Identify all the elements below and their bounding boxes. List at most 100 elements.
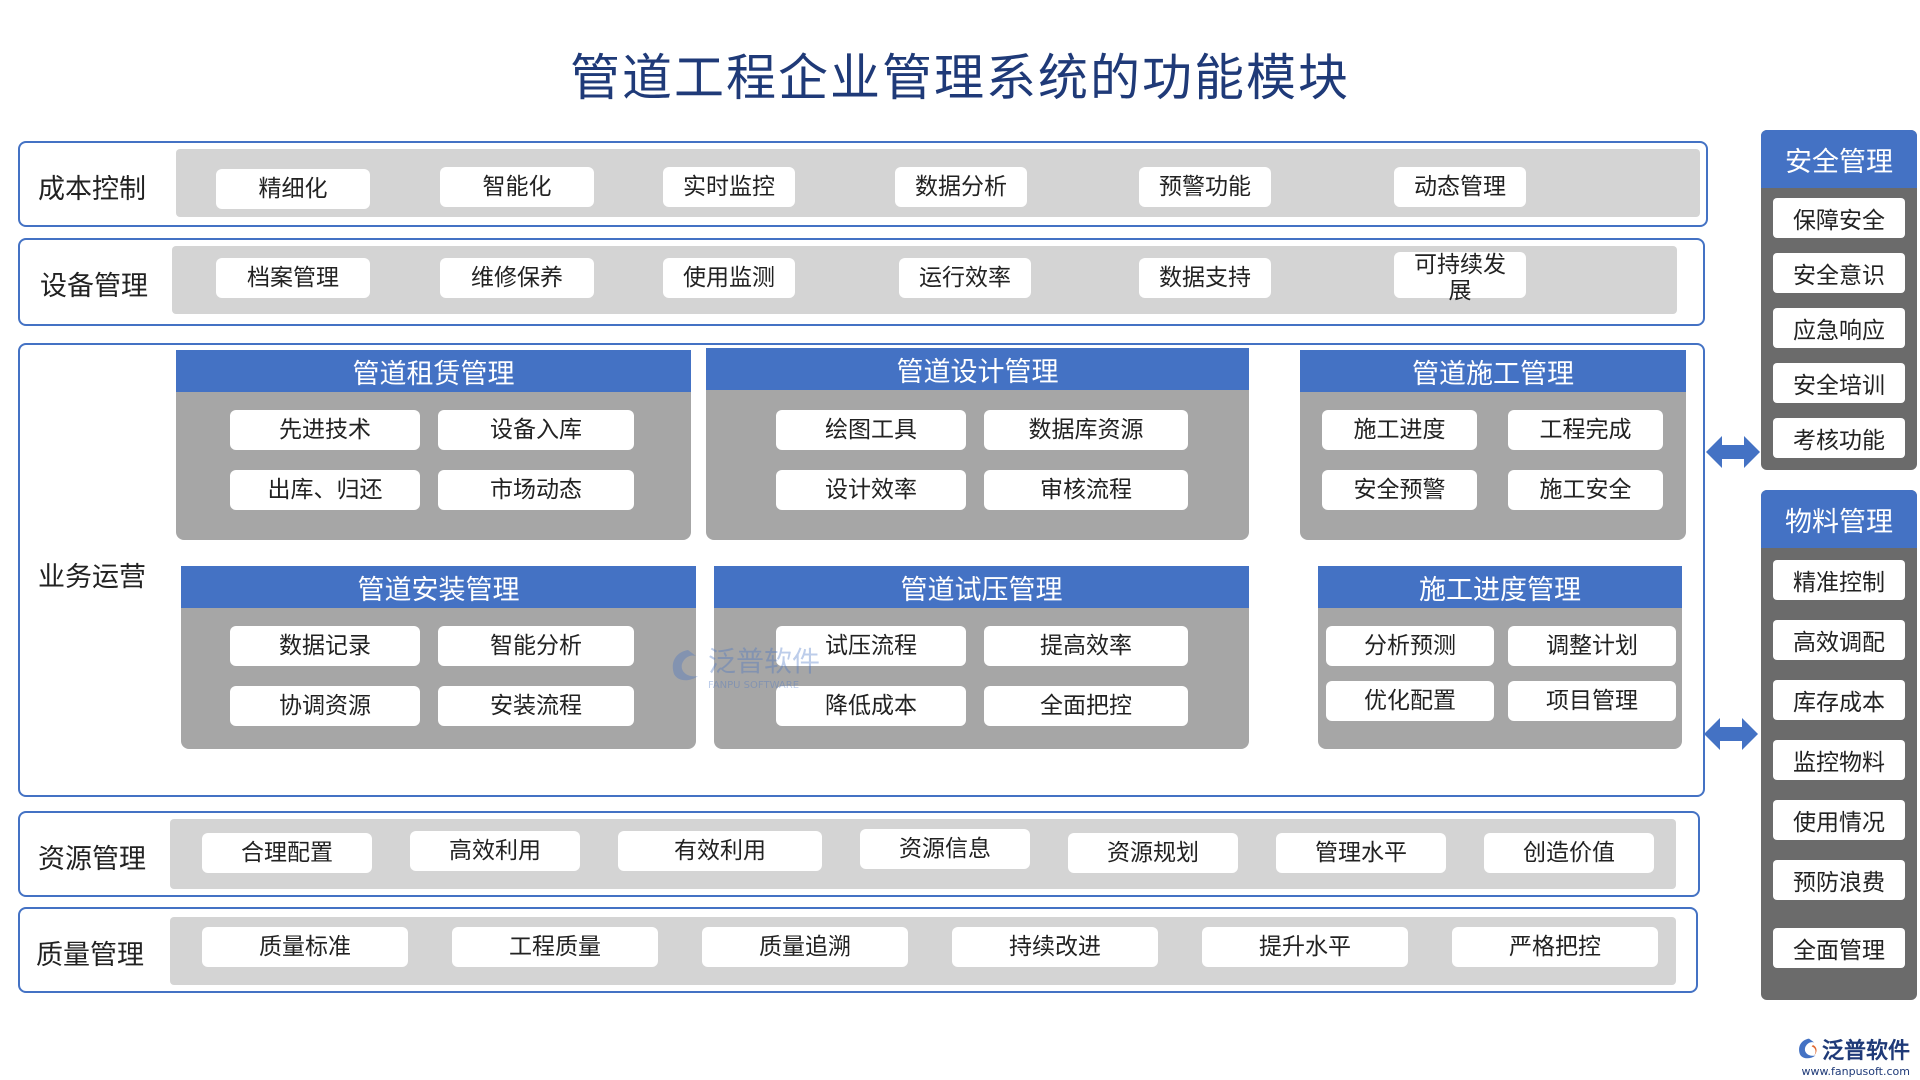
chip-installation-2[interactable]: 智能分析: [438, 626, 634, 666]
chip-equipment-3[interactable]: 使用监测: [663, 258, 795, 298]
side-item-material-2[interactable]: 高效调配: [1773, 620, 1905, 660]
side-item-safety-3[interactable]: 应急响应: [1773, 308, 1905, 348]
side-item-material-3[interactable]: 库存成本: [1773, 680, 1905, 720]
section-resource: 资源管理 合理配置 高效利用 有效利用 资源信息 资源规划 管理水平 创造价值: [18, 811, 1700, 897]
side-item-material-1[interactable]: 精准控制: [1773, 560, 1905, 600]
chip-progress-3[interactable]: 优化配置: [1326, 681, 1494, 721]
chip-resource-5[interactable]: 资源规划: [1068, 833, 1238, 873]
chip-design-4[interactable]: 审核流程: [984, 470, 1188, 510]
section-label-quality: 质量管理: [36, 940, 144, 971]
chip-cost-2[interactable]: 智能化: [440, 167, 594, 207]
chip-pressure-3[interactable]: 降低成本: [776, 686, 966, 726]
side-panel-material: 物料管理 精准控制 高效调配 库存成本 监控物料 使用情况 预防浪费 全面管理: [1761, 490, 1917, 1000]
side-item-material-4[interactable]: 监控物料: [1773, 740, 1905, 780]
page-title: 管道工程企业管理系统的功能模块: [570, 49, 1350, 107]
side-item-material-5[interactable]: 使用情况: [1773, 800, 1905, 840]
chip-quality-4[interactable]: 持续改进: [952, 927, 1158, 967]
module-design-title: 管道设计管理: [706, 348, 1249, 390]
section-label-equipment: 设备管理: [40, 271, 148, 302]
chip-resource-7[interactable]: 创造价值: [1484, 833, 1654, 873]
chip-rental-1[interactable]: 先进技术: [230, 410, 420, 450]
side-item-material-6[interactable]: 预防浪费: [1773, 860, 1905, 900]
chip-resource-4[interactable]: 资源信息: [860, 829, 1030, 869]
fanpu-logo-icon: [1799, 1038, 1817, 1059]
chip-installation-1[interactable]: 数据记录: [230, 626, 420, 666]
chip-equipment-6[interactable]: 可持续发展: [1394, 252, 1526, 304]
side-panel-safety: 安全管理 保障安全 安全意识 应急响应 安全培训 考核功能: [1761, 130, 1917, 470]
module-installation-title: 管道安装管理: [181, 566, 696, 608]
chip-cost-1[interactable]: 精细化: [216, 169, 370, 209]
chip-construction-4[interactable]: 施工安全: [1508, 470, 1663, 510]
footer-logo-name: 泛普软件: [1821, 1039, 1910, 1064]
module-pressure-test-title: 管道试压管理: [714, 566, 1249, 608]
chip-design-2[interactable]: 数据库资源: [984, 410, 1188, 450]
chip-progress-4[interactable]: 项目管理: [1508, 681, 1676, 721]
chip-resource-2[interactable]: 高效利用: [410, 831, 580, 871]
chip-resource-3[interactable]: 有效利用: [618, 831, 822, 871]
section-equipment: 设备管理 档案管理 维修保养 使用监测 运行效率 数据支持 可持续发展: [18, 238, 1705, 326]
side-item-material-7[interactable]: 全面管理: [1773, 928, 1905, 968]
section-label-resource: 资源管理: [38, 844, 146, 875]
chip-quality-3[interactable]: 质量追溯: [702, 927, 908, 967]
module-rental: 管道租赁管理 先进技术 设备入库 出库、归还 市场动态: [176, 350, 691, 540]
side-item-safety-4[interactable]: 安全培训: [1773, 363, 1905, 403]
chip-installation-4[interactable]: 安装流程: [438, 686, 634, 726]
watermark-name: 泛普软件: [708, 645, 821, 678]
chip-design-3[interactable]: 设计效率: [776, 470, 966, 510]
chip-pressure-4[interactable]: 全面把控: [984, 686, 1188, 726]
watermark-sub: FANPU SOFTWARE: [708, 680, 800, 691]
chip-equipment-2[interactable]: 维修保养: [440, 258, 594, 298]
chip-rental-2[interactable]: 设备入库: [438, 410, 634, 450]
chip-equipment-4[interactable]: 运行效率: [899, 258, 1031, 298]
section-label-business: 业务运营: [38, 562, 146, 593]
section-label-cost: 成本控制: [38, 174, 146, 205]
chip-design-1[interactable]: 绘图工具: [776, 410, 966, 450]
module-rental-title: 管道租赁管理: [176, 350, 691, 392]
side-item-safety-1[interactable]: 保障安全: [1773, 198, 1905, 238]
chip-progress-2[interactable]: 调整计划: [1508, 626, 1676, 666]
footer-logo: 泛普软件 www.fanpusoft.com: [1796, 1033, 1910, 1078]
module-installation: 管道安装管理 数据记录 智能分析 协调资源 安装流程: [181, 566, 696, 749]
watermark: 泛普软件 FANPU SOFTWARE: [668, 640, 820, 691]
module-construction-title: 管道施工管理: [1300, 350, 1686, 392]
chip-quality-6[interactable]: 严格把控: [1452, 927, 1658, 967]
chip-rental-4[interactable]: 市场动态: [438, 470, 634, 510]
section-cost: 成本控制 精细化 智能化 实时监控 数据分析 预警功能 动态管理: [18, 141, 1708, 227]
chip-equipment-5[interactable]: 数据支持: [1139, 258, 1271, 298]
double-arrow-icon: [1706, 436, 1760, 468]
chip-resource-6[interactable]: 管理水平: [1276, 833, 1446, 873]
chip-rental-3[interactable]: 出库、归还: [230, 470, 420, 510]
track-quality: 质量标准 工程质量 质量追溯 持续改进 提升水平 严格把控: [170, 917, 1676, 985]
module-progress: 施工进度管理 分析预测 调整计划 优化配置 项目管理: [1318, 566, 1682, 749]
chip-quality-5[interactable]: 提升水平: [1202, 927, 1408, 967]
chip-cost-3[interactable]: 实时监控: [663, 167, 795, 207]
track-equipment: 档案管理 维修保养 使用监测 运行效率 数据支持 可持续发展: [172, 246, 1677, 314]
double-arrow-icon: [1704, 718, 1758, 750]
chip-construction-1[interactable]: 施工进度: [1322, 410, 1477, 450]
footer-logo-url: www.fanpusoft.com: [1801, 1065, 1910, 1078]
chip-resource-1[interactable]: 合理配置: [202, 833, 372, 873]
chip-quality-2[interactable]: 工程质量: [452, 927, 658, 967]
chip-equipment-1[interactable]: 档案管理: [216, 258, 370, 298]
chip-construction-2[interactable]: 工程完成: [1508, 410, 1663, 450]
chip-progress-1[interactable]: 分析预测: [1326, 626, 1494, 666]
chip-pressure-2[interactable]: 提高效率: [984, 626, 1188, 666]
side-panel-safety-title: 安全管理: [1761, 130, 1917, 188]
chip-construction-3[interactable]: 安全预警: [1322, 470, 1477, 510]
chip-installation-3[interactable]: 协调资源: [230, 686, 420, 726]
module-design: 管道设计管理 绘图工具 数据库资源 设计效率 审核流程: [706, 348, 1249, 540]
chip-cost-4[interactable]: 数据分析: [895, 167, 1027, 207]
chip-cost-5[interactable]: 预警功能: [1139, 167, 1271, 207]
side-panel-material-title: 物料管理: [1761, 490, 1917, 548]
module-construction: 管道施工管理 施工进度 工程完成 安全预警 施工安全: [1300, 350, 1686, 540]
module-progress-title: 施工进度管理: [1318, 566, 1682, 608]
chip-cost-6[interactable]: 动态管理: [1394, 167, 1526, 207]
chip-pressure-1[interactable]: 试压流程: [776, 626, 966, 666]
chip-quality-1[interactable]: 质量标准: [202, 927, 408, 967]
side-item-safety-5[interactable]: 考核功能: [1773, 418, 1905, 458]
side-item-safety-2[interactable]: 安全意识: [1773, 253, 1905, 293]
section-quality: 质量管理 质量标准 工程质量 质量追溯 持续改进 提升水平 严格把控: [18, 907, 1698, 993]
track-resource: 合理配置 高效利用 有效利用 资源信息 资源规划 管理水平 创造价值: [170, 819, 1676, 889]
fanpu-logo-icon: [672, 649, 698, 680]
module-pressure-test: 管道试压管理 试压流程 提高效率 降低成本 全面把控: [714, 566, 1249, 749]
